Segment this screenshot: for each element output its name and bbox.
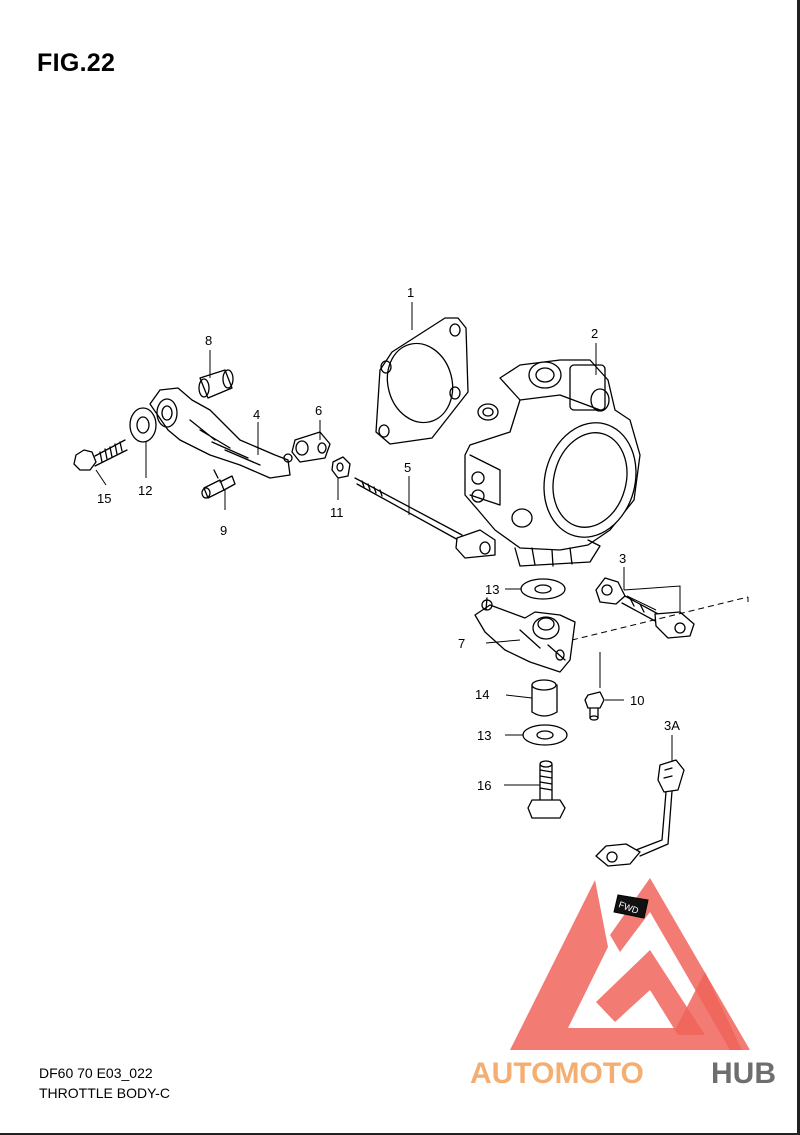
model-code: DF60 70 E03_022 <box>39 1065 153 1081</box>
rod-part-5 <box>354 477 496 559</box>
watermark-text-secondary: HUB <box>711 1057 776 1090</box>
collar-part-14 <box>531 679 558 717</box>
throttle-lever-part-4 <box>149 387 293 479</box>
callout-13-lower: 13 <box>477 728 491 743</box>
washer-part-13-upper <box>520 578 566 600</box>
watermark-text: AUTOMOTO HUB <box>470 1057 776 1090</box>
page-border-right <box>797 0 800 1135</box>
washer-part-12 <box>129 407 157 443</box>
callout-15: 15 <box>97 491 111 506</box>
callout-2: 2 <box>591 326 598 341</box>
leader-lines <box>95 302 749 786</box>
callout-7: 7 <box>458 636 465 651</box>
callout-3a: 3A <box>664 718 680 733</box>
callout-14: 14 <box>475 687 489 702</box>
watermark-text-primary: AUTOMOTO <box>470 1057 644 1090</box>
cable-joint-part-6 <box>291 431 331 463</box>
callout-16: 16 <box>477 778 491 793</box>
rod-part-3a <box>595 759 685 867</box>
gasket-part-1 <box>375 317 469 445</box>
washer-part-13-lower <box>522 724 568 746</box>
callout-11: 11 <box>330 505 344 520</box>
watermark-logo <box>510 878 750 1050</box>
callout-12: 12 <box>138 483 152 498</box>
callout-10: 10 <box>630 693 644 708</box>
callout-4: 4 <box>253 407 260 422</box>
callout-labels: 1 2 3 3A 4 5 6 7 8 9 10 11 12 13 13 14 1… <box>97 285 680 793</box>
callout-6: 6 <box>315 403 322 418</box>
bolt-part-16 <box>527 760 566 819</box>
collar-part-8 <box>198 369 234 399</box>
section-name: THROTTLE BODY-C <box>39 1085 170 1101</box>
figure-title: FIG.22 <box>37 49 116 77</box>
pin-part-9 <box>201 469 236 499</box>
page-border-bottom <box>0 1133 800 1135</box>
callout-13-upper: 13 <box>485 582 499 597</box>
bolt-part-15 <box>73 439 128 471</box>
callout-8: 8 <box>205 333 212 348</box>
link-rod-part-3 <box>595 577 695 639</box>
fwd-marker: FWD <box>613 894 649 919</box>
callout-3: 3 <box>619 551 626 566</box>
nut-part-11 <box>331 456 351 479</box>
callout-1: 1 <box>407 285 414 300</box>
lever-bracket-part-7 <box>474 597 576 673</box>
screw-part-10 <box>584 691 605 721</box>
callout-9: 9 <box>220 523 227 538</box>
callout-5: 5 <box>404 460 411 475</box>
throttle-body-part-2 <box>464 359 641 567</box>
